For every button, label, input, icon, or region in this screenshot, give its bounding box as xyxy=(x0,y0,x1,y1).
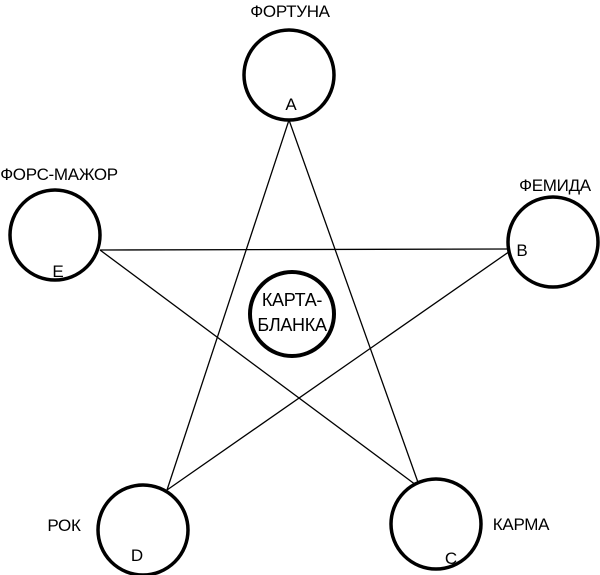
node-d-circle xyxy=(96,483,190,575)
pentagram-lines xyxy=(99,119,514,491)
node-a-name: ФОРТУНА xyxy=(250,2,330,21)
edge-a-c xyxy=(288,119,421,489)
node-d-letter: D xyxy=(131,546,143,565)
node-b: B ФЕМИДА xyxy=(506,176,600,289)
node-b-name: ФЕМИДА xyxy=(519,176,592,195)
node-a: A ФОРТУНА xyxy=(242,2,336,122)
node-e: E ФОРС-МАЖОР xyxy=(0,165,118,282)
node-e-name: ФОРС-МАЖОР xyxy=(0,165,118,184)
node-c-letter: C xyxy=(445,549,457,568)
node-b-circle xyxy=(506,195,600,289)
edge-b-d xyxy=(166,248,514,491)
center-label-line1: КАРТА- xyxy=(262,290,323,310)
node-e-circle xyxy=(8,188,102,282)
center-node: КАРТА- БЛАНКА xyxy=(248,270,336,358)
node-e-letter: E xyxy=(52,262,63,281)
node-c-circle xyxy=(389,477,483,571)
edge-e-c xyxy=(99,249,421,489)
node-c: C КАРМА xyxy=(389,477,550,571)
node-a-circle xyxy=(242,28,336,122)
center-label-line2: БЛАНКА xyxy=(257,315,327,335)
edge-a-d xyxy=(166,119,290,491)
node-c-name: КАРМА xyxy=(493,515,550,534)
node-b-letter: B xyxy=(516,241,527,260)
node-d-name: РОК xyxy=(47,516,81,535)
node-a-letter: A xyxy=(285,95,297,114)
node-d: D РОК xyxy=(47,483,190,575)
edge-e-b xyxy=(99,248,514,251)
center-circle xyxy=(248,270,336,358)
